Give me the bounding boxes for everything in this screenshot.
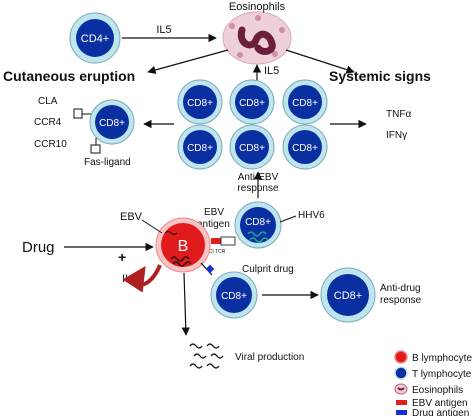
cd8-cell: CD8+ xyxy=(229,124,275,170)
cd8-label: CD8+ xyxy=(292,143,318,154)
cd8-cell: CD8+ xyxy=(229,79,275,125)
cd8-label: CD8+ xyxy=(292,98,318,109)
b-to-viral-production-arrow xyxy=(181,272,190,336)
cutaneous-eruption-label: Cutaneous eruption xyxy=(3,68,135,84)
il5-label-mid: IL5 xyxy=(264,65,279,77)
ebv-antigen-legend-icon xyxy=(396,400,407,405)
drug-specific-cd8-cell: CD8+ xyxy=(210,271,258,319)
systemic-signs-label: Systemic signs xyxy=(329,68,431,84)
eosinophil-to-systemic-arrow xyxy=(285,49,355,74)
cd8-label: CD8+ xyxy=(99,118,125,129)
b-cell: B xyxy=(155,217,211,273)
ebv-genome-icon xyxy=(164,231,178,235)
ebv-antigen-label-line1: EBV xyxy=(204,207,224,218)
plus-sign: + xyxy=(118,249,126,265)
legend-label: T lymphocyte xyxy=(412,369,472,380)
anti-drug-cd8-cell: CD8+ xyxy=(320,267,376,323)
hhv6-virus-icon xyxy=(247,231,267,237)
culprit-drug-label: Culprit drug xyxy=(242,264,294,275)
cd8-label: CD8+ xyxy=(239,143,265,154)
legend-label: B lymphocyte xyxy=(412,353,472,364)
fas-ligand-label: Fas-ligand xyxy=(84,157,131,168)
ebv-antigen-icon xyxy=(211,238,221,244)
tcr-icon xyxy=(220,236,236,246)
eosinophil-to-cutaneous-arrow xyxy=(147,49,229,75)
legend-item-b-lymphocyte: B lymphocyte xyxy=(394,350,472,364)
cd8-label: CD8+ xyxy=(239,98,265,109)
legend-item-ebv-antigen: EBV antigen xyxy=(396,398,468,409)
ccr4-receptor-icon xyxy=(73,108,83,119)
mhci-tcr-label: MHCI TCR xyxy=(201,249,226,255)
t-lymphocyte-icon xyxy=(394,366,408,380)
cd8-label: CD8+ xyxy=(187,143,213,154)
ccr10-receptor-icon xyxy=(90,144,101,154)
cd8-label: CD8+ xyxy=(221,291,247,302)
cd4-label: CD4+ xyxy=(81,33,109,45)
cd8-label: CD8+ xyxy=(245,217,271,228)
cd8-cell: CD8+ xyxy=(282,79,328,125)
cd4-cell: CD4+ xyxy=(69,12,121,64)
cla-label: CLA xyxy=(38,96,58,107)
ccr4-label: CCR4 xyxy=(34,117,62,128)
ifng-label: IFNγ xyxy=(386,130,407,141)
drug-label: Drug xyxy=(22,239,55,256)
hhv6-virus-icon xyxy=(249,237,269,243)
cd8-cell: CD8+ xyxy=(177,79,223,125)
anti-drug-response-line2: response xyxy=(380,295,422,306)
cd8-cell: CD8+ xyxy=(282,124,328,170)
drug-antigen-legend-icon xyxy=(396,410,407,415)
hhv6-label: HHV6 xyxy=(298,210,325,221)
ebv-genome-icon xyxy=(170,256,190,262)
ebv-antigen-label-line2: antigen xyxy=(197,219,230,230)
il10-autocrine-arrow xyxy=(122,264,162,293)
ebv-genome-icon xyxy=(172,261,192,267)
legend-label: Drug antigen xyxy=(412,408,469,416)
viral-production-label: Viral production xyxy=(235,352,304,363)
legend-label: Eosinophils xyxy=(412,385,463,396)
il5-label-top: IL5 xyxy=(156,24,171,36)
b-lymphocyte-icon xyxy=(394,350,408,364)
legend-item-eosinophils: Eosinophils xyxy=(394,383,463,396)
cd8-cell-grid: CD8+ CD8+ CD8+ CD8+ CD8+ CD8+ xyxy=(177,79,328,170)
drug-antigen-icon xyxy=(205,264,215,274)
ebv-pointer xyxy=(141,219,163,234)
ebv-specific-cd8-cell: CD8+ xyxy=(234,201,282,249)
hhv6-pointer xyxy=(279,215,297,223)
legend: B lymphocyte T lymphocyte Eosinophils EB… xyxy=(394,350,472,416)
tnfa-label: TNFα xyxy=(386,109,411,120)
anti-ebv-response-line2: response xyxy=(237,183,279,194)
cd8-label: CD8+ xyxy=(334,290,362,302)
cd8-label: CD8+ xyxy=(187,98,213,109)
eosinophils-label: Eosinophils xyxy=(229,1,286,13)
skin-homing-cd8-cell: CD8+ xyxy=(73,99,135,154)
eosinophil-cell xyxy=(222,11,292,65)
virion-icons xyxy=(189,343,224,369)
legend-item-t-lymphocyte: T lymphocyte xyxy=(394,366,472,380)
cd8-cell: CD8+ xyxy=(177,124,223,170)
ccr10-label: CCR10 xyxy=(34,139,67,150)
legend-label: EBV antigen xyxy=(412,398,468,409)
b-cell-label: B xyxy=(178,238,189,255)
anti-ebv-response-line1: Anti-EBV xyxy=(238,172,279,183)
anti-drug-response-line1: Anti-drug xyxy=(380,283,421,294)
legend-item-drug-antigen: Drug antigen xyxy=(396,408,469,416)
ebv-label: EBV xyxy=(120,211,143,223)
